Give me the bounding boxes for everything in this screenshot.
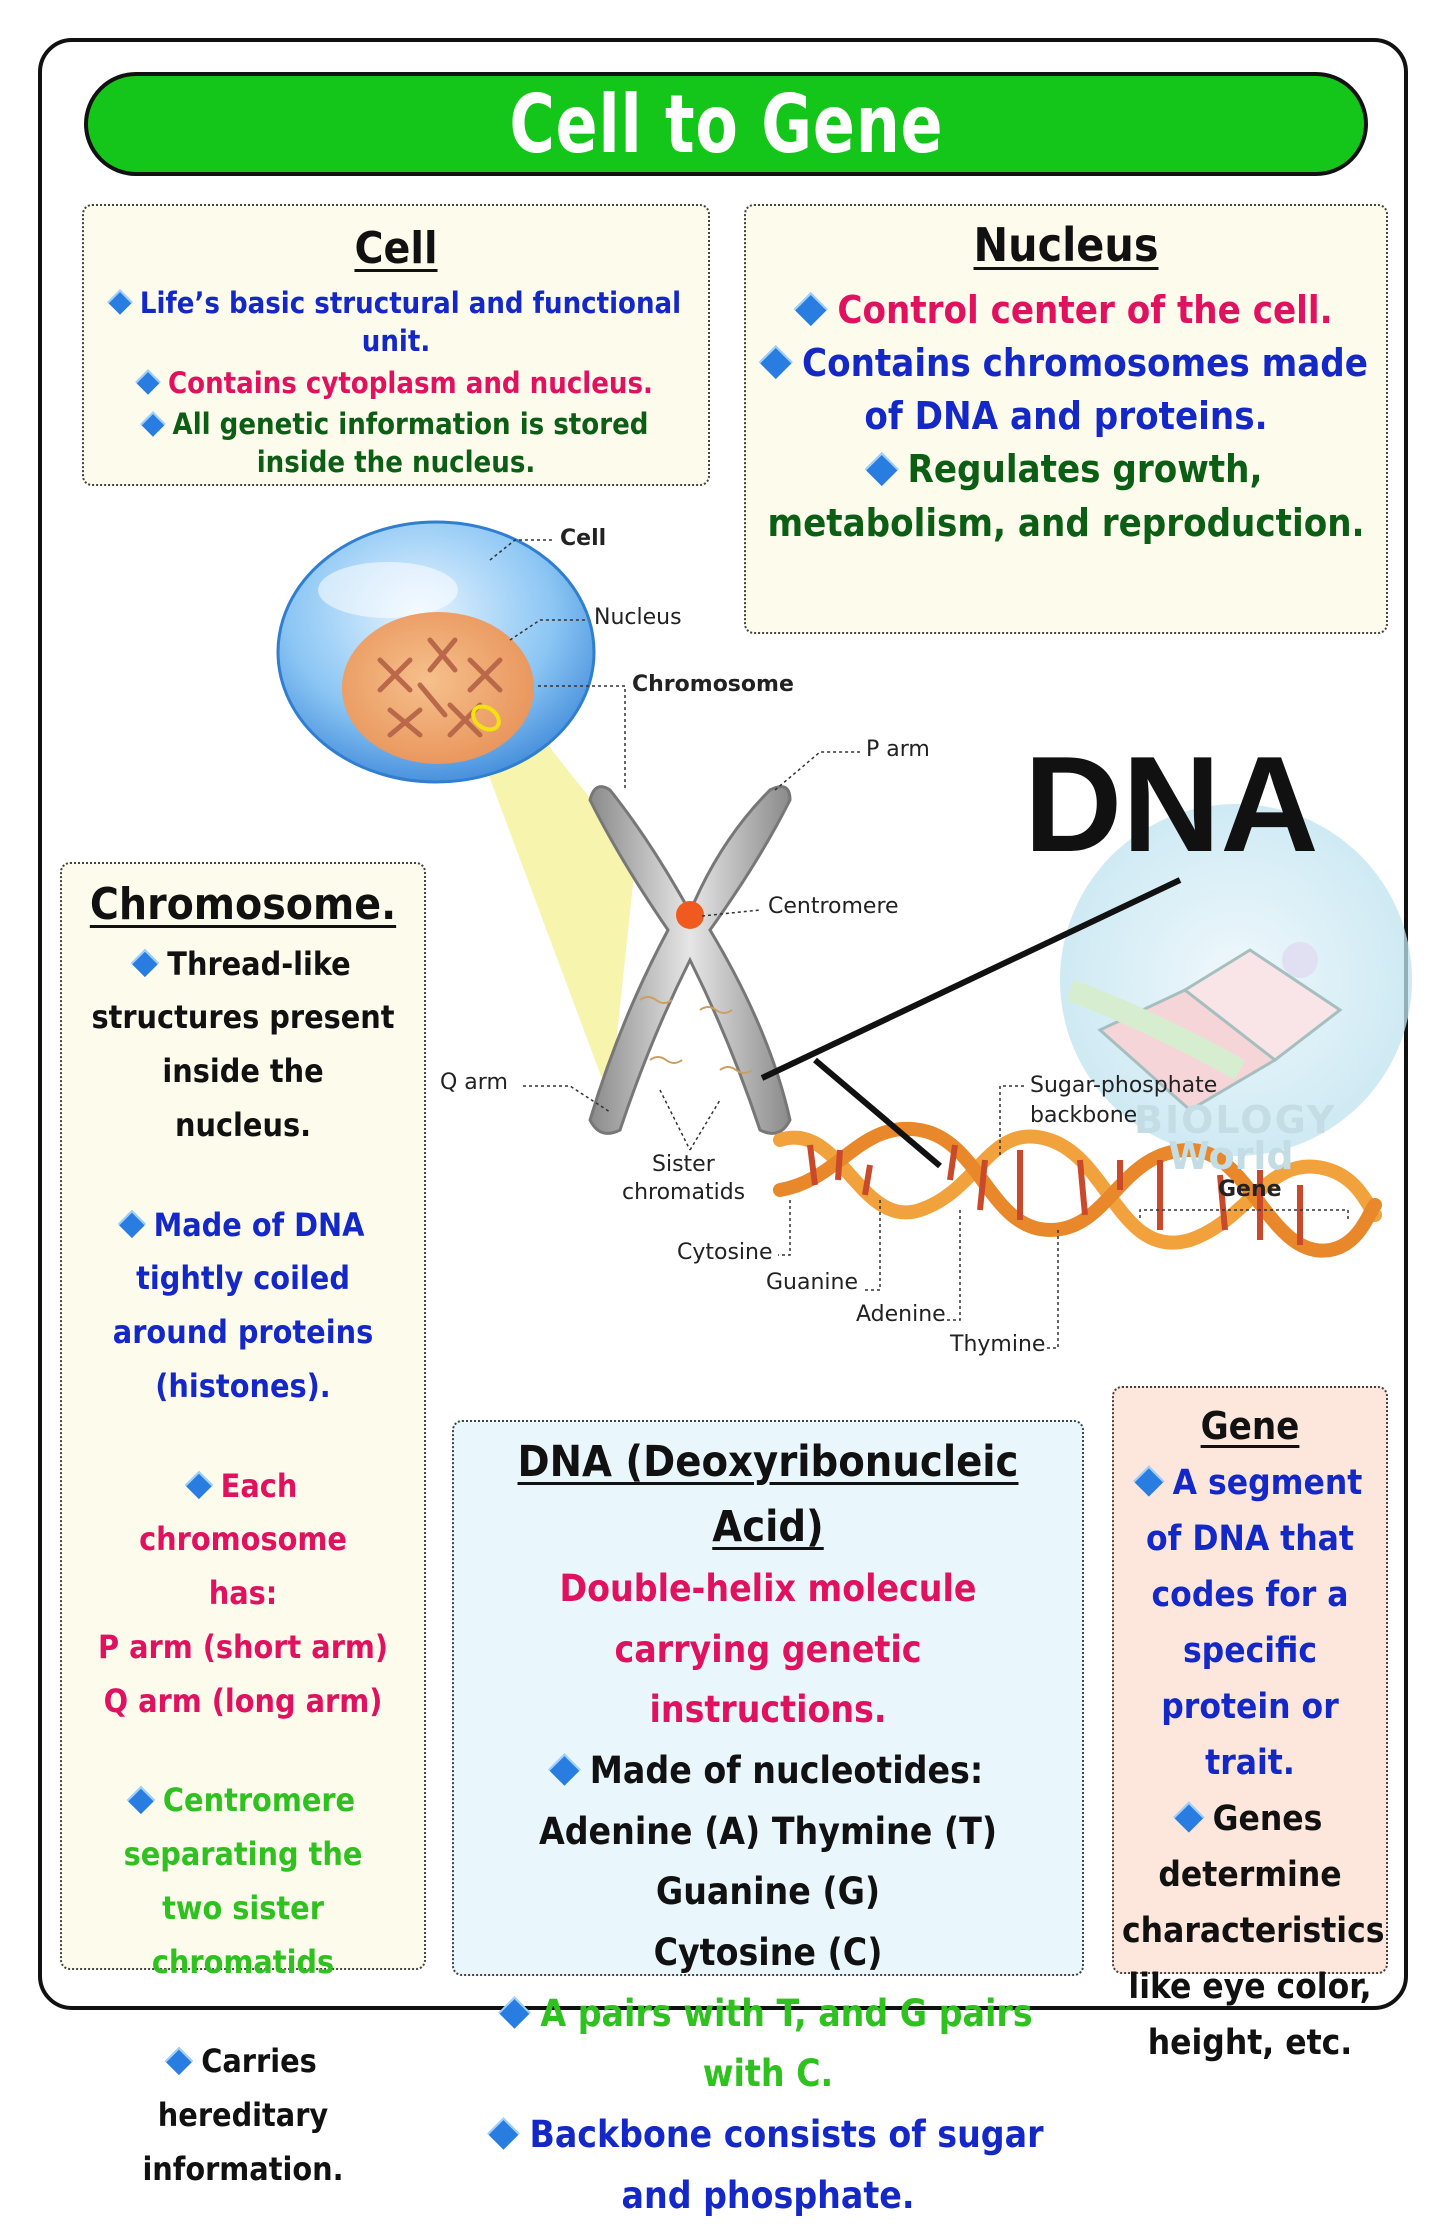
bullet-diamond-icon <box>1133 1465 1164 1497</box>
bullet-diamond-icon <box>1173 1801 1204 1833</box>
page-title: Cell to Gene <box>508 77 944 171</box>
bullet-diamond-icon <box>126 1785 155 1814</box>
bullet-diamond-icon <box>165 2046 194 2075</box>
gene-heading: Gene <box>1200 1404 1300 1448</box>
cell-heading: Cell <box>354 223 438 274</box>
label-q-arm: Q arm <box>440 1070 508 1095</box>
watermark-line-1: BIOLOGY <box>1134 1098 1337 1142</box>
bullet-diamond-icon <box>759 345 793 379</box>
label-chromosome: Chromosome <box>632 672 794 697</box>
label-centromere: Centromere <box>768 894 899 919</box>
title-banner: Cell to Gene <box>84 72 1368 176</box>
cell-item-3: All genetic information is stored inside… <box>172 407 649 479</box>
chromosome-item-2: Made of DNA tightly coiled around protei… <box>112 1205 374 1405</box>
cell-box: Cell Life’s basic structural and functio… <box>82 204 710 486</box>
label-sister-chromatids-2: chromatids <box>622 1180 746 1205</box>
dna-item-1: Made of nucleotides: <box>589 1749 984 1793</box>
dna-intro: Double-helix molecule carrying genetic i… <box>559 1567 977 1732</box>
cell-item-2: Contains cytoplasm and nucleus. <box>168 365 653 400</box>
chromosome-heading: Chromosome. <box>89 879 397 930</box>
label-cytosine: Cytosine <box>677 1240 773 1265</box>
gene-box: Gene A segment of DNA that codes for a s… <box>1112 1386 1388 2063</box>
bullet-diamond-icon <box>794 292 828 326</box>
dna-item-3: Backbone consists of sugar and phosphate… <box>529 2113 1044 2217</box>
cell-item-1: Life’s basic structural and functional u… <box>139 286 682 358</box>
bullet-diamond-icon <box>184 1470 213 1499</box>
dna-box: DNA (Deoxyribonucleic Acid) Double-helix… <box>452 1420 1084 2217</box>
chromosome-item-1: Thread-like structures present inside th… <box>91 944 395 1144</box>
gene-item-2: Genes determine characteristics like eye… <box>1122 1799 1385 2063</box>
nucleus-item-2: Contains chromosomes made of DNA and pro… <box>802 340 1368 439</box>
bullet-diamond-icon <box>498 1995 532 2029</box>
watermark-line-2: World <box>1168 1134 1294 1178</box>
nucleus-heading: Nucleus <box>973 218 1159 272</box>
chromosome-box: Chromosome. Thread-like structures prese… <box>60 862 426 2188</box>
bullet-diamond-icon <box>135 369 161 395</box>
dna-item-2: A pairs with T, and G pairs with C. <box>540 1991 1033 2096</box>
bullet-diamond-icon <box>548 1753 581 1786</box>
nucleus-item-3: Regulates growth, metabolism, and reprod… <box>767 447 1365 545</box>
nucleus-box: Nucleus Control center of the cell. Cont… <box>744 204 1388 634</box>
chromosome-item-3: Each chromosome has: <box>139 1466 347 1613</box>
bullet-diamond-icon <box>139 410 166 437</box>
label-sugar-phosphate-2: backbone <box>1030 1103 1138 1128</box>
label-sister-chromatids-1: Sister <box>652 1152 715 1177</box>
bullet-diamond-icon <box>487 2117 521 2150</box>
dna-bases-line-1: Adenine (A) Thymine (T) Guanine (G) <box>538 1809 998 1914</box>
chromosome-item-4: Centromere separating the two sister chr… <box>123 1781 363 1981</box>
chromosome-q-arm: Q arm (long arm) <box>103 1681 383 1720</box>
label-cell: Cell <box>560 526 607 551</box>
bullet-diamond-icon <box>107 289 133 316</box>
label-p-arm: P arm <box>866 737 930 762</box>
dna-big-label: DNA <box>1024 728 1319 880</box>
label-nucleus: Nucleus <box>594 605 682 630</box>
label-thymine: Thymine <box>950 1332 1046 1357</box>
chromosome-p-arm: P arm (short arm) <box>97 1627 389 1666</box>
bullet-diamond-icon <box>117 1209 146 1238</box>
label-guanine: Guanine <box>766 1270 859 1295</box>
dna-bases-line-2: Cytosine (C) <box>653 1931 883 1975</box>
dna-heading: DNA (Deoxyribonucleic Acid) <box>517 1437 1019 1552</box>
bullet-diamond-icon <box>864 451 898 485</box>
label-adenine: Adenine <box>856 1302 946 1327</box>
bullet-diamond-icon <box>131 948 160 977</box>
gene-item-1: A segment of DNA that codes for a specif… <box>1146 1463 1363 1783</box>
label-sugar-phosphate-1: Sugar-phosphate <box>1030 1073 1218 1098</box>
label-gene: Gene <box>1218 1177 1282 1202</box>
nucleus-item-1: Control center of the cell. <box>837 287 1333 332</box>
